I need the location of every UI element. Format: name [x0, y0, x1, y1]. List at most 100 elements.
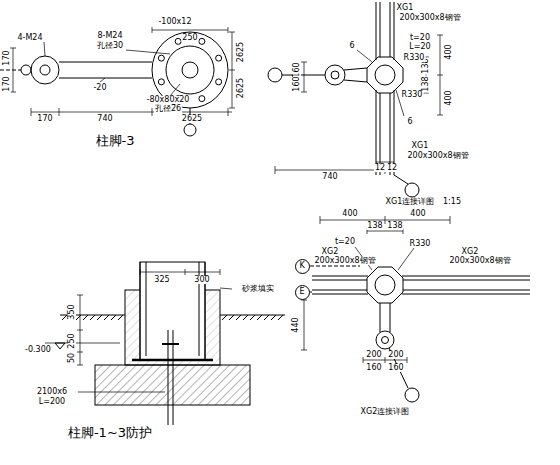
xg1-joint-plan: [390, 93, 391, 175]
dimension-label: 6: [406, 118, 413, 126]
xg2-joint-plan: [367, 267, 403, 303]
dimension-lines: [229, 70, 235, 71]
xg1-joint-plan: [357, 50, 372, 62]
dimension-label: 200x300x8钢管: [406, 152, 469, 160]
dimension-label: -80x80x20: [146, 96, 191, 104]
dimension-lines: [229, 108, 235, 109]
column-base-plan: [31, 56, 59, 84]
dimension-lines: [77, 330, 83, 331]
xg2-joint-plan: [382, 337, 389, 344]
dimension-lines: [140, 272, 220, 273]
column-base-plan: [175, 38, 181, 44]
dimension-lines: [437, 115, 443, 116]
dimension-lines: [13, 48, 14, 92]
dimension-lines: [301, 92, 307, 93]
dimension-lines: [228, 27, 229, 33]
dimension-label: 砂浆填实: [241, 285, 275, 293]
dimension-label: t=20: [334, 238, 356, 246]
dimension-lines: [301, 350, 307, 351]
xg1-joint-plan: [282, 75, 325, 76]
dimension-label: 孔径30: [96, 42, 124, 50]
column-protection-section: [229, 315, 234, 320]
xg2-joint-plan: [312, 280, 367, 281]
dimension-label: 2100x6: [36, 388, 68, 396]
axis-letter: K: [299, 262, 304, 270]
dimension-lines: [437, 35, 443, 36]
dimension-label: XG2连接详图: [360, 408, 411, 416]
column-protection-section: [271, 315, 276, 320]
xg1-joint-plan: [325, 65, 345, 85]
dimension-label: 6: [348, 42, 355, 50]
dimension-label: 400: [445, 89, 453, 106]
dimension-label: 160: [365, 364, 382, 372]
dimension-label: 2625: [181, 115, 203, 123]
dimension-lines: [304, 300, 305, 350]
dimension-lines: [44, 42, 45, 56]
dimension-label: 200: [387, 351, 404, 359]
dimension-label: 400: [341, 210, 358, 218]
dimension-lines: [407, 357, 408, 363]
dimension-label: XG1: [396, 4, 415, 12]
dimension-label: XG1: [411, 142, 430, 150]
dimension-label: 138: [386, 222, 403, 230]
dimension-lines: [170, 84, 180, 96]
column-base-plan: [184, 124, 196, 136]
dimension-label: 1:15: [442, 198, 462, 206]
column-protection-section: [220, 288, 232, 289]
column-base-plan: [166, 46, 214, 94]
column-protection-section: [97, 315, 102, 320]
dimension-label: 740: [96, 115, 113, 123]
dimension-label: 170: [36, 115, 53, 123]
dimension-label: 160: [293, 75, 301, 92]
dimension-label: XG2: [321, 248, 340, 256]
xg1-joint-plan: [390, 2, 391, 57]
dimension-label: 170: [3, 49, 11, 66]
dimension-lines: [77, 352, 83, 353]
dimension-label: L=20: [408, 43, 431, 51]
dimension-label: 300: [193, 276, 210, 284]
xg2-joint-plan: [403, 290, 530, 291]
dimension-lines: [10, 27, 235, 116]
dimension-lines: [152, 27, 153, 33]
dimension-lines: [423, 93, 429, 94]
dimension-lines: [275, 170, 385, 171]
dimension-label: -0.300: [24, 346, 52, 354]
dimension-label: 2625: [237, 77, 245, 99]
dimension-label: 350: [68, 303, 76, 320]
dimension-label: 200x300x8钢管: [398, 14, 461, 22]
dimension-label: 4-M24: [16, 34, 43, 42]
xg2-joint-plan: [312, 290, 367, 291]
dimension-lines: [77, 295, 83, 296]
dimension-label: 160: [387, 364, 404, 372]
column-protection-section: [55, 343, 65, 349]
xg2-joint-plan: [398, 248, 414, 270]
column-protection-section: [146, 262, 147, 356]
dimension-lines: [31, 108, 32, 116]
dimension-lines: [152, 108, 153, 116]
xg2-joint-plan: [375, 275, 395, 295]
dimension-lines: [385, 357, 386, 363]
xg2-joint-plan: [312, 294, 368, 295]
column-protection-section: [257, 315, 262, 320]
dimension-lines: [304, 62, 305, 92]
column-base-plan: [216, 79, 222, 85]
dimension-label: 325: [153, 276, 170, 284]
dimension-lines: [228, 108, 229, 116]
xg2-joint-plan: [405, 388, 419, 402]
column-protection-section: [243, 315, 248, 320]
dimension-lines: [376, 162, 394, 163]
dimension-lines: [10, 48, 16, 49]
axis-letter: E: [299, 288, 304, 296]
xg1-joint-plan: [380, 2, 381, 57]
dimension-lines: [275, 166, 276, 174]
xg1-joint-plan: [344, 68, 367, 70]
dimension-label: 12: [386, 164, 398, 172]
dimension-lines: [229, 32, 235, 33]
xg1-joint-plan: [394, 175, 408, 184]
dimension-lines: [301, 216, 450, 363]
column-protection-section: [264, 315, 269, 320]
column-base-plan: [59, 78, 152, 79]
dimension-lines: [385, 216, 386, 224]
